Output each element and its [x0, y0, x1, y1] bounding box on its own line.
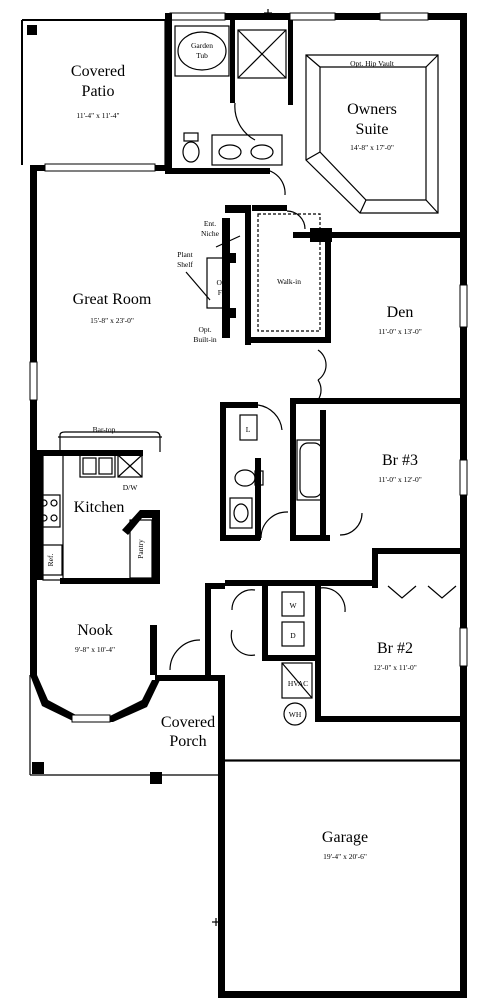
- linen-label: L: [246, 425, 251, 434]
- den: Den 11'-0" x 13'-0": [290, 304, 460, 404]
- bar-top-label: Bar-top: [93, 425, 116, 434]
- ref-label: Ref.: [46, 554, 55, 567]
- garden-tub-label-1: Garden: [191, 41, 213, 50]
- nook-dims: 9'-8" x 10'-4": [75, 645, 115, 654]
- br3-label: Br #3: [382, 452, 418, 469]
- garage: Garage 19'-4" x 20'-6": [212, 829, 368, 926]
- bedroom-3: Br #3 11'-0" x 12'-0": [290, 398, 460, 588]
- kitchen: Bar-top D/W Ref. Kitchen Pantry: [37, 425, 162, 584]
- plant-shelf-label-1: Plant: [177, 250, 193, 259]
- br3-dims: 11'-0" x 12'-0": [378, 475, 422, 484]
- kitchen-label: Kitchen: [74, 499, 125, 516]
- garage-label: Garage: [322, 829, 368, 846]
- patio-label-2: Patio: [82, 83, 115, 100]
- great-room-label: Great Room: [73, 291, 152, 308]
- owners-suite-label-2: Suite: [356, 121, 389, 138]
- dw-label: D/W: [123, 483, 139, 492]
- garden-tub-label-2: Tub: [196, 51, 208, 60]
- hall-bath: L: [220, 402, 289, 541]
- owners-suite: Opt. Hip Vault Owners Suite 14'-8" x 17'…: [293, 54, 460, 242]
- opt-builtin-label-1: Opt.: [198, 325, 211, 334]
- ent-niche-label-2: Niche: [201, 229, 220, 238]
- pantry-label: Pantry: [136, 539, 145, 559]
- master-bath: Garden Tub: [165, 13, 293, 196]
- br2-label: Br #2: [377, 640, 413, 657]
- plant-shelf-label-2: Shelf: [177, 260, 193, 269]
- opt-fp-label-2: F/P: [218, 288, 228, 297]
- owners-suite-label-1: Owners: [347, 101, 397, 118]
- nook: Nook 9'-8" x 10'-4": [30, 622, 160, 723]
- windows: [29, 12, 468, 667]
- covered-porch: Covered Porch: [29, 583, 225, 784]
- den-label: Den: [387, 304, 414, 321]
- nook-label: Nook: [77, 622, 113, 639]
- washer-label: W: [289, 601, 297, 610]
- garage-dims: 19'-4" x 20'-6": [323, 852, 367, 861]
- patio-dims: 11'-4" x 11'-4": [76, 111, 119, 120]
- bedroom-2: Br #2 12'-0" x 11'-0": [315, 586, 460, 722]
- opt-fp-label-1: Opt.: [216, 278, 229, 287]
- hip-vault-label: Opt. Hip Vault: [350, 59, 395, 68]
- porch-label-1: Covered: [161, 714, 215, 731]
- walk-in-label: Walk-in: [277, 277, 301, 286]
- patio-label-1: Covered: [71, 63, 125, 80]
- den-dims: 11'-0" x 13'-0": [378, 327, 422, 336]
- ent-niche-label-1: Ent.: [204, 219, 216, 228]
- covered-patio: Covered Patio 11'-4" x 11'-4": [27, 25, 125, 120]
- dryer-label: D: [290, 631, 296, 640]
- laundry: W D: [225, 580, 457, 660]
- br2-dims: 12'-0" x 11'-0": [373, 663, 417, 672]
- hvac-label: HVAC: [288, 679, 308, 688]
- great-room: Great Room 15'-8" x 23'-0": [73, 291, 152, 325]
- mechanical: HVAC WH: [262, 655, 317, 726]
- great-room-dims: 15'-8" x 23'-0": [90, 316, 134, 325]
- walk-in-closet: Walk-in Ent. Niche Plant Shelf Opt. F/P …: [177, 205, 331, 345]
- opt-builtin-label-2: Built-in: [193, 335, 217, 344]
- porch-label-2: Porch: [169, 733, 206, 750]
- wh-label: WH: [289, 710, 302, 719]
- owners-suite-dims: 14'-8" x 17'-0": [350, 143, 394, 152]
